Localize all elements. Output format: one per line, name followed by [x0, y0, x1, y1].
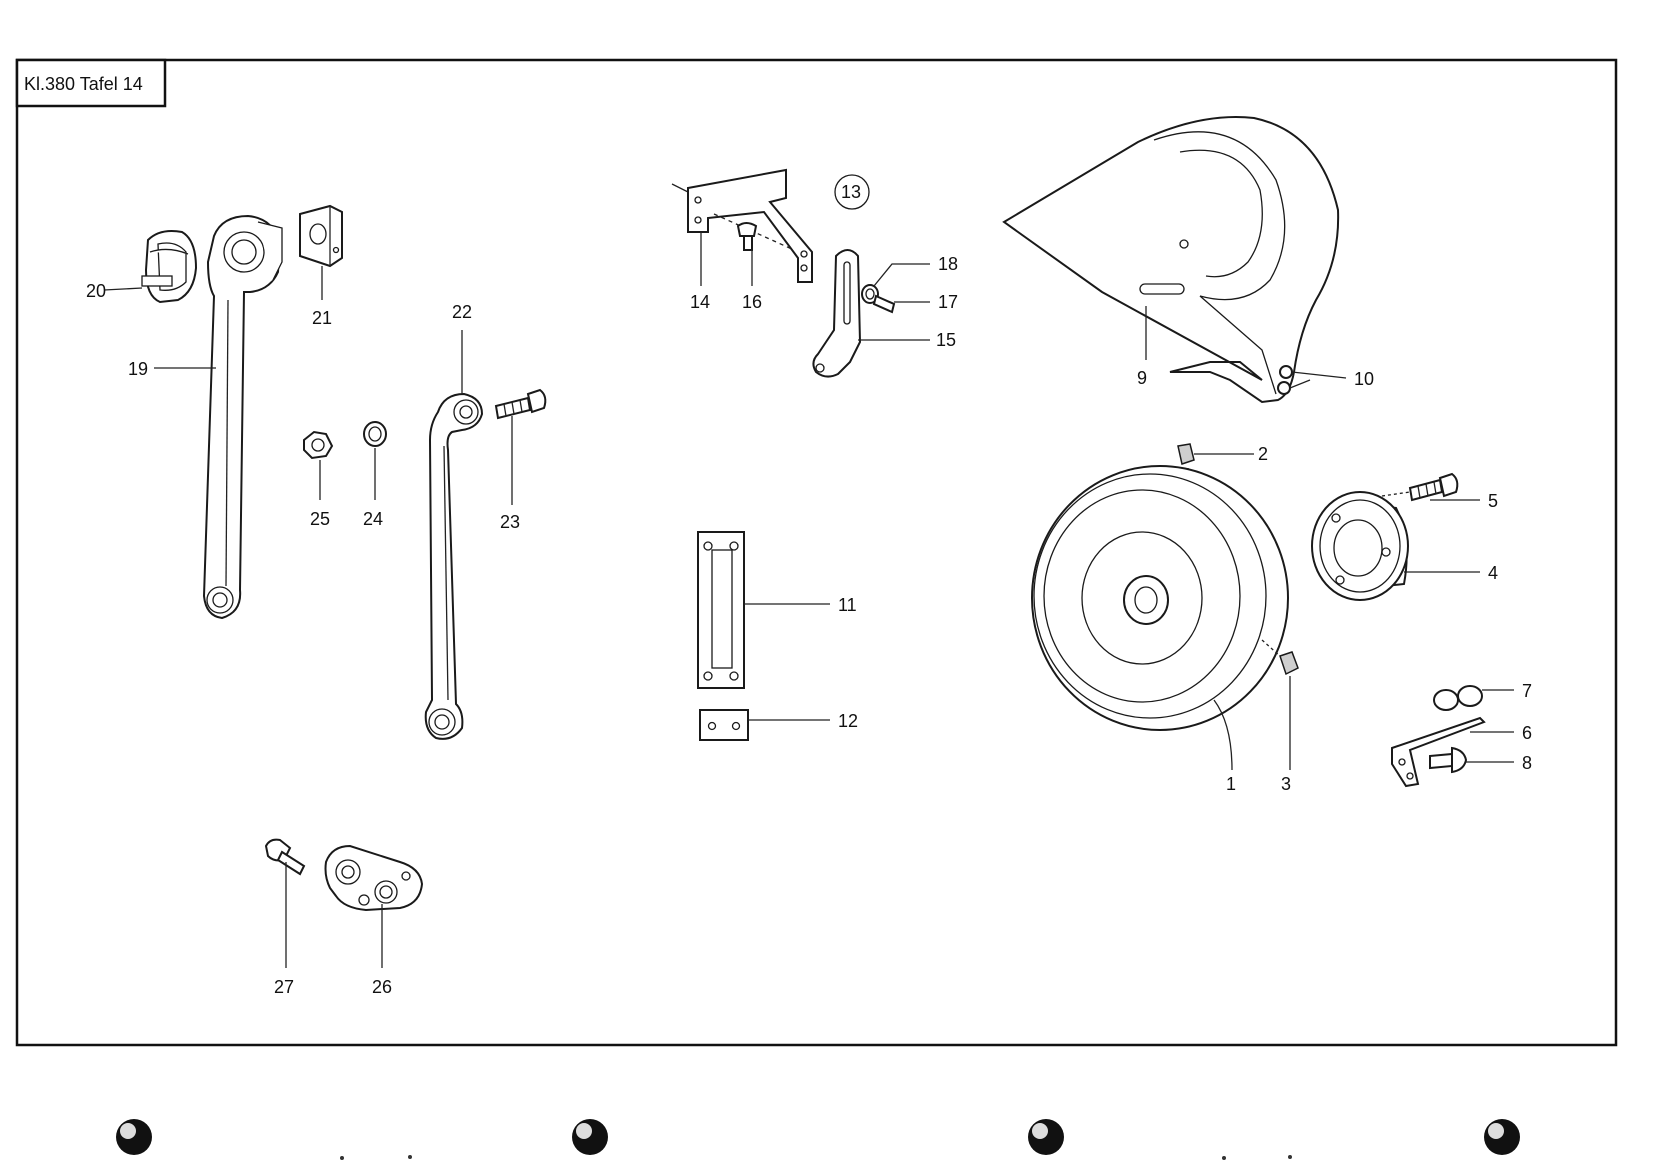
callout-18: 18 — [938, 254, 958, 274]
callout-4: 4 — [1488, 563, 1498, 583]
callout-19: 19 — [128, 359, 148, 379]
binder-hole-4 — [1484, 1119, 1520, 1155]
part-22: 22 — [426, 302, 482, 739]
callout-16: 16 — [742, 292, 762, 312]
part-14: 14 — [672, 170, 812, 312]
binder-hole-2 — [572, 1119, 608, 1155]
callout-5: 5 — [1488, 491, 1498, 511]
part-11: 11 — [698, 532, 857, 688]
binder-holes — [116, 1119, 1520, 1160]
part-26: 26 — [326, 846, 423, 997]
part-2: 2 — [1178, 444, 1268, 464]
callout-17: 17 — [938, 292, 958, 312]
part-7: 7 — [1434, 681, 1532, 710]
part-9: 9 — [1004, 117, 1338, 402]
callout-10: 10 — [1354, 369, 1374, 389]
binder-hole-3 — [1028, 1119, 1064, 1155]
callout-25: 25 — [310, 509, 330, 529]
part-1: 1 — [1032, 466, 1288, 794]
callout-3: 3 — [1281, 774, 1291, 794]
callout-14: 14 — [690, 292, 710, 312]
part-23: 23 — [496, 390, 545, 532]
part-20: 20 — [86, 231, 196, 302]
sheet-title: Kl.380 Tafel 14 — [24, 74, 143, 94]
callout-2: 2 — [1258, 444, 1268, 464]
callout-26: 26 — [372, 977, 392, 997]
part-16: 16 — [738, 223, 762, 312]
callout-1: 1 — [1226, 774, 1236, 794]
callout-20: 20 — [86, 281, 106, 301]
callout-15: 15 — [936, 330, 956, 350]
callout-13: 13 — [841, 182, 861, 202]
callout-7: 7 — [1522, 681, 1532, 701]
part-27: 27 — [266, 840, 304, 997]
title-box: Kl.380 Tafel 14 — [17, 60, 165, 106]
callout-22: 22 — [452, 302, 472, 322]
callout-12: 12 — [838, 711, 858, 731]
callout-23: 23 — [500, 512, 520, 532]
callout-11: 11 — [838, 595, 857, 615]
part-8: 8 — [1430, 748, 1532, 773]
callout-8: 8 — [1522, 753, 1532, 773]
part-12: 12 — [700, 710, 858, 740]
part-13: 13 — [835, 175, 869, 209]
callout-24: 24 — [363, 509, 383, 529]
part-4: 4 — [1312, 492, 1498, 600]
part-21: 21 — [300, 206, 342, 328]
part-25: 25 — [304, 432, 332, 529]
callout-9: 9 — [1137, 368, 1147, 388]
part-15: 15 — [813, 250, 956, 377]
part-5: 5 — [1382, 474, 1498, 511]
callout-27: 27 — [274, 977, 294, 997]
callout-6: 6 — [1522, 723, 1532, 743]
part-24: 24 — [363, 422, 386, 529]
callout-21: 21 — [312, 308, 332, 328]
binder-hole-1 — [116, 1119, 152, 1155]
part-17: 17 — [874, 292, 958, 312]
